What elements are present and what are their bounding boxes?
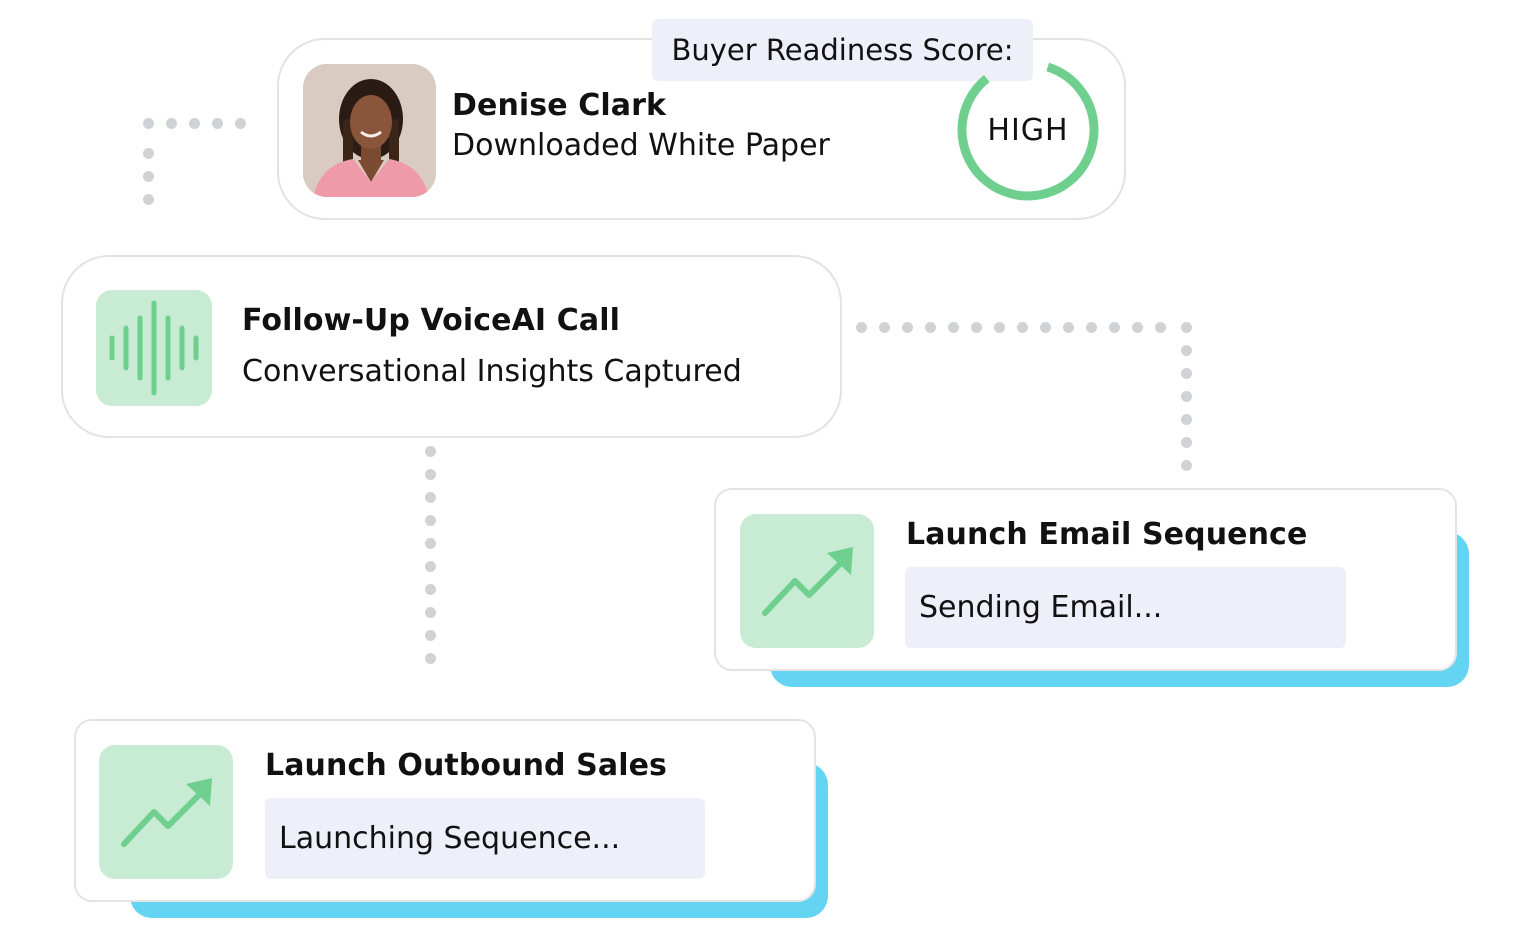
connector-dot [1086,322,1097,333]
connector-dot [1181,345,1192,356]
outbound-sales-status: Launching Sequence... [265,798,705,879]
voice-call-title: Follow-Up VoiceAI Call [242,303,620,338]
email-sequence-status-text: Sending Email... [919,590,1163,625]
connector-dot [1181,322,1192,333]
connector-dot [948,322,959,333]
voice-icon-box [96,290,212,406]
connector-dot [425,607,436,618]
connector-dot [425,538,436,549]
trending-up-arrow-icon [121,778,212,847]
email-icon-box [740,514,874,648]
connector-dot [1181,437,1192,448]
connector-dot [856,322,867,333]
connector-dot [994,322,1005,333]
connector-dot [1181,460,1192,471]
connector-dot [971,322,982,333]
lead-name: Denise Clark [452,88,667,123]
outbound-sales-title: Launch Outbound Sales [265,748,668,783]
connector-dot [425,561,436,572]
lead-avatar [303,64,436,197]
connector-dot [425,469,436,480]
connector-dot [1155,322,1166,333]
connector-dot [425,584,436,595]
connector-dot [925,322,936,333]
outbound-sales-status-text: Launching Sequence... [279,821,621,856]
trending-up-arrow-icon [762,547,853,616]
connector-dot [1109,322,1120,333]
connector-dot [425,653,436,664]
connector-dot [1181,368,1192,379]
connector-dot [1063,322,1074,333]
sound-wave-icon [109,300,199,396]
outbound-icon-box [99,745,233,879]
connector-dot [1181,414,1192,425]
readiness-score-value: HIGH [987,112,1069,148]
connector-dot [1181,391,1192,402]
email-sequence-status: Sending Email... [905,567,1346,648]
connector-dot [425,492,436,503]
email-sequence-title: Launch Email Sequence [906,517,1308,552]
connector-dot [1040,322,1051,333]
connector-dot [1017,322,1028,333]
person-photo-icon [303,64,436,197]
voice-call-subtitle: Conversational Insights Captured [242,354,742,389]
connector-dot [425,630,436,641]
lead-action: Downloaded White Paper [452,128,830,163]
connector-dot [425,515,436,526]
connector-dot [1132,322,1143,333]
buyer-readiness-label: Buyer Readiness Score: [652,19,1033,81]
connector-dot [425,446,436,457]
connector-dot [879,322,890,333]
readiness-score-ring [957,59,1099,201]
connector-dot [902,322,913,333]
